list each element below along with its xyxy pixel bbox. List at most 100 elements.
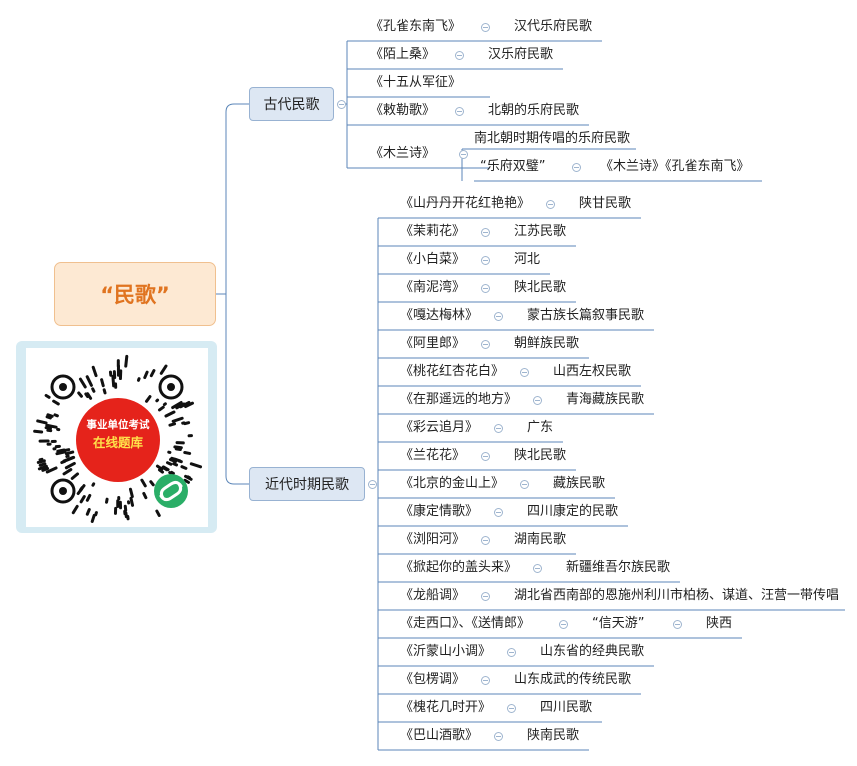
origin-note[interactable]: 湖北省西南部的恩施州利川市柏杨、谋道、汪营一带传唱 [514, 588, 840, 603]
collapse-icon[interactable] [481, 676, 490, 685]
song-node[interactable]: 《敕勒歌》 [370, 103, 436, 118]
origin-note[interactable]: 四川康定的民歌 [527, 504, 619, 519]
song-node[interactable]: 《桃花红杏花白》 [400, 364, 505, 379]
origin-note[interactable]: “信天游” [592, 616, 645, 631]
origin-note[interactable]: 蒙古族长篇叙事民歌 [527, 308, 645, 323]
song-node[interactable]: 《兰花花》 [400, 448, 466, 463]
origin-note[interactable]: 新疆维吾尔族民歌 [566, 560, 671, 575]
collapse-icon[interactable] [368, 480, 377, 489]
collapse-icon[interactable] [481, 23, 490, 32]
song-node[interactable]: 《陌上桑》 [370, 47, 436, 62]
collapse-icon[interactable] [337, 100, 346, 109]
song-node[interactable]: 《沂蒙山小调》 [400, 644, 492, 659]
qr-module [117, 496, 121, 501]
origin-note[interactable]: 山东成武的传统民歌 [514, 672, 632, 687]
collapse-icon[interactable] [481, 284, 490, 293]
origin-note[interactable]: 陕甘民歌 [579, 196, 632, 211]
collapse-icon[interactable] [494, 508, 503, 517]
origin-note[interactable]: 青海藏族民歌 [566, 392, 645, 407]
origin-note[interactable]: 陕北民歌 [514, 448, 567, 463]
collapse-icon[interactable] [507, 704, 516, 713]
collapse-icon[interactable] [520, 480, 529, 489]
song-node[interactable]: 《康定情歌》 [400, 504, 479, 519]
song-node[interactable]: 《槐花几时开》 [400, 700, 492, 715]
qr-module [112, 370, 117, 380]
song-node[interactable]: 《彩云追月》 [400, 420, 479, 435]
origin-note[interactable]: 山东省的经典民歌 [540, 644, 645, 659]
collapse-icon[interactable] [455, 107, 464, 116]
collapse-icon[interactable] [507, 648, 516, 657]
collapse-icon[interactable] [572, 163, 581, 172]
collapse-icon[interactable] [481, 340, 490, 349]
origin-note[interactable]: 湖南民歌 [514, 532, 567, 547]
origin-note[interactable]: 南北朝时期传唱的乐府民歌 [474, 131, 631, 146]
collapse-icon[interactable] [494, 732, 503, 741]
collapse-icon[interactable] [455, 51, 464, 60]
qr-module [155, 398, 160, 403]
collapse-icon[interactable] [481, 228, 490, 237]
sub-label[interactable]: “乐府双璧” [480, 159, 546, 174]
qr-module [159, 364, 168, 375]
song-node[interactable]: 《山丹丹开花红艳艳》 [400, 196, 531, 211]
collapse-icon[interactable] [494, 424, 503, 433]
root-node[interactable]: “民歌” [54, 262, 216, 326]
origin-note[interactable]: 汉乐府民歌 [488, 47, 554, 62]
song-node[interactable]: 《十五从军征》 [370, 75, 462, 90]
origin-note[interactable]: 广东 [527, 420, 554, 435]
song-node[interactable]: 《南泥湾》 [400, 280, 466, 295]
branch-ancient-folk-songs[interactable]: 古代民歌 [249, 87, 334, 121]
origin-note[interactable]: 江苏民歌 [514, 224, 567, 239]
song-node[interactable]: 《阿里郎》 [400, 336, 466, 351]
qr-module [186, 475, 192, 480]
branch-modern-folk-songs[interactable]: 近代时期民歌 [249, 467, 365, 501]
qr-finder-icon [50, 374, 76, 400]
qr-module [183, 421, 191, 426]
collapse-icon[interactable] [533, 396, 542, 405]
qr-module [155, 464, 164, 471]
collapse-icon[interactable] [481, 592, 490, 601]
song-node[interactable]: 《木兰诗》 [370, 146, 436, 161]
song-node[interactable]: 《龙船调》 [400, 588, 466, 603]
song-node[interactable]: 《走西口》、《送情郎》 [400, 616, 531, 631]
origin-note[interactable]: 陕南民歌 [527, 728, 580, 743]
collapse-icon[interactable] [673, 620, 682, 629]
qr-code-graphic: 事业单位考试 在线题库 [33, 354, 203, 523]
collapse-icon[interactable] [481, 536, 490, 545]
origin-note[interactable]: 河北 [514, 252, 541, 267]
qr-module [168, 471, 173, 475]
collapse-icon[interactable] [520, 368, 529, 377]
mini-program-icon [154, 474, 188, 508]
collapse-icon[interactable] [559, 620, 568, 629]
origin-note[interactable]: 北朝的乐府民歌 [488, 103, 580, 118]
song-node[interactable]: 《浏阳河》 [400, 532, 466, 547]
origin-note[interactable]: 山西左权民歌 [553, 364, 632, 379]
qr-module [70, 472, 80, 480]
qr-module [54, 444, 61, 449]
qr-module [187, 434, 193, 438]
song-node[interactable]: 《茉莉花》 [400, 224, 466, 239]
song-node[interactable]: 《在那遥远的地方》 [400, 392, 518, 407]
song-node[interactable]: 《孔雀东南飞》 [370, 19, 462, 34]
origin-note[interactable]: 陕西 [706, 616, 733, 631]
qr-module [46, 413, 54, 418]
collapse-icon[interactable] [481, 452, 490, 461]
collapse-icon[interactable] [459, 150, 468, 159]
song-node[interactable]: 《嘎达梅林》 [400, 308, 479, 323]
song-node[interactable]: 《北京的金山上》 [400, 476, 505, 491]
song-node[interactable]: 《巴山酒歌》 [400, 728, 479, 743]
origin-note[interactable]: 藏族民歌 [553, 476, 606, 491]
song-node[interactable]: 《掀起你的盖头来》 [400, 560, 518, 575]
origin-note[interactable]: 四川民歌 [540, 700, 593, 715]
collapse-icon[interactable] [494, 312, 503, 321]
origin-note[interactable]: 汉代乐府民歌 [514, 19, 593, 34]
sub-value[interactable]: 《木兰诗》《孔雀东南飞》 [600, 159, 750, 174]
origin-note[interactable]: 陕北民歌 [514, 280, 567, 295]
song-node[interactable]: 《包楞调》 [400, 672, 466, 687]
collapse-icon[interactable] [533, 564, 542, 573]
qr-code-area: 事业单位考试 在线题库 [26, 348, 208, 527]
song-node[interactable]: 《小白菜》 [400, 252, 466, 267]
qr-module [167, 450, 172, 454]
collapse-icon[interactable] [481, 256, 490, 265]
collapse-icon[interactable] [546, 200, 555, 209]
origin-note[interactable]: 朝鲜族民歌 [514, 336, 580, 351]
